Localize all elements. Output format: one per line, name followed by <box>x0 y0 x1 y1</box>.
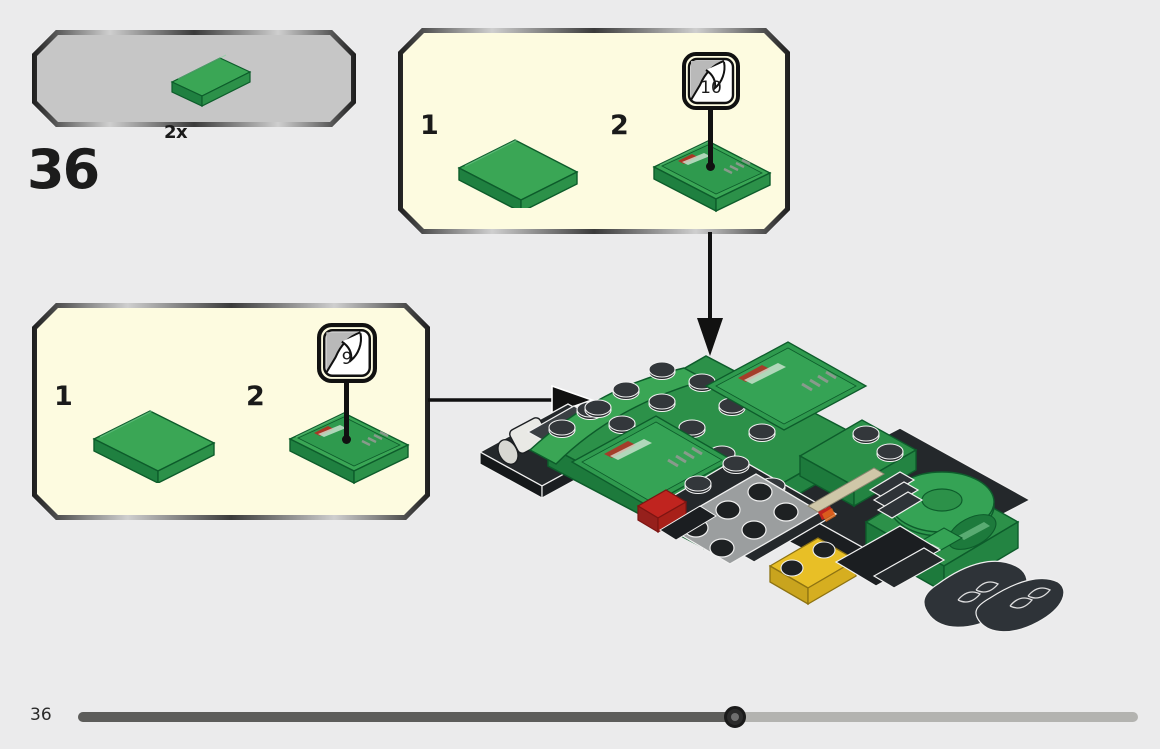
sticker-badge-9: 9 <box>317 323 377 383</box>
substep-bottom-label-2: 2 <box>246 381 265 412</box>
sticker-peel-icon <box>317 323 377 383</box>
aston-martin-race-car-assembly <box>470 300 1070 640</box>
step-number: 36 <box>27 138 100 201</box>
substep-bottom-plain-tile <box>92 410 216 483</box>
placement-arrow-down <box>697 232 723 356</box>
sticker-peel-icon <box>682 52 740 110</box>
progress-bar-thumb[interactable] <box>724 706 747 728</box>
sticker-badge-9-stem <box>344 381 349 439</box>
substep-bottom-stickered-tile <box>288 412 410 485</box>
parts-tile-1x4 <box>170 54 252 107</box>
sticker-badge-10: 10 <box>682 52 740 110</box>
sticker-badge-9-number: 9 <box>341 349 353 369</box>
substep-top-plain-tile <box>457 139 579 208</box>
footer: 36 <box>0 687 1160 749</box>
substep-bottom-label-1: 1 <box>54 381 73 412</box>
substep-top-label-2: 2 <box>610 110 629 141</box>
substep-panel-sticker-9: 1 2 9 <box>32 303 430 520</box>
sticker-badge-9-anchor-dot <box>342 435 351 444</box>
progress-bar-track[interactable] <box>78 706 1138 728</box>
yellow-detail-brick <box>768 537 858 606</box>
footer-page-number: 36 <box>30 705 52 725</box>
parts-callout-box: 2x <box>32 30 356 143</box>
parts-quantity-label: 2x <box>164 122 188 143</box>
model-sticker-tile-10 <box>704 341 868 431</box>
substep-top-stickered-tile <box>652 140 772 213</box>
substep-top-label-1: 1 <box>420 110 439 141</box>
sticker-badge-10-anchor-dot <box>706 162 715 171</box>
sticker-badge-10-number: 10 <box>700 78 722 98</box>
substep-panel-sticker-10: 1 2 10 <box>398 28 790 234</box>
sticker-badge-10-stem <box>708 108 713 166</box>
progress-bar-fill <box>78 712 736 722</box>
